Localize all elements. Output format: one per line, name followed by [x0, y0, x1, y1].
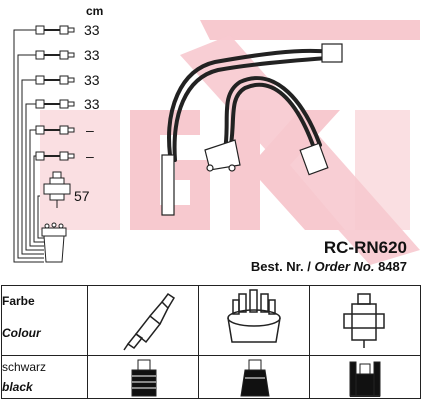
- coil-cell: [309, 285, 421, 356]
- spark-plug-cell: [87, 285, 199, 356]
- colour-table: Farbe Colour: [1, 285, 421, 399]
- distributor-cap-cell: [198, 285, 310, 356]
- cap-boot-icon: [240, 359, 270, 397]
- lead-length: 33: [84, 47, 100, 63]
- plug-boot-icon: [131, 359, 157, 397]
- colour-label-en: Colour: [2, 326, 41, 340]
- colour-value-cell: schwarz black: [1, 355, 88, 399]
- lead-length: 33: [84, 72, 100, 88]
- product-drawing: cm 33 33 33 33 – – 57 RC-RN620 Best. Nr.…: [13, 4, 420, 274]
- coil-boot-cell: [309, 355, 421, 399]
- unit-label: cm: [86, 4, 104, 18]
- colour-value-de: schwarz: [2, 360, 47, 374]
- lead-length: –: [86, 148, 94, 164]
- lead-length: 33: [84, 96, 100, 112]
- order-label: Order No.: [314, 259, 375, 274]
- model-number: RC-RN620: [323, 238, 407, 257]
- order-value: 8487: [378, 259, 407, 274]
- cap-boot-cell: [198, 355, 310, 399]
- distributor-cap-icon: [227, 289, 281, 343]
- lead-length: 57: [74, 188, 90, 204]
- colour-label-de: Farbe: [2, 294, 35, 308]
- colour-header-cell: Farbe Colour: [1, 285, 88, 356]
- ignition-coil-icon: [343, 293, 385, 348]
- order-number: Best. Nr. / Order No. 8487: [251, 259, 407, 274]
- lead-length: –: [86, 122, 94, 138]
- lead-length: 33: [84, 22, 100, 38]
- ignition-lead-diagram: [13, 25, 343, 263]
- coil-boot-icon: [349, 361, 381, 397]
- spark-plug-icon: [123, 292, 176, 351]
- plug-boot-cell: [87, 355, 199, 399]
- order-prefix: Best. Nr. /: [250, 259, 311, 274]
- colour-value-en: black: [2, 380, 33, 394]
